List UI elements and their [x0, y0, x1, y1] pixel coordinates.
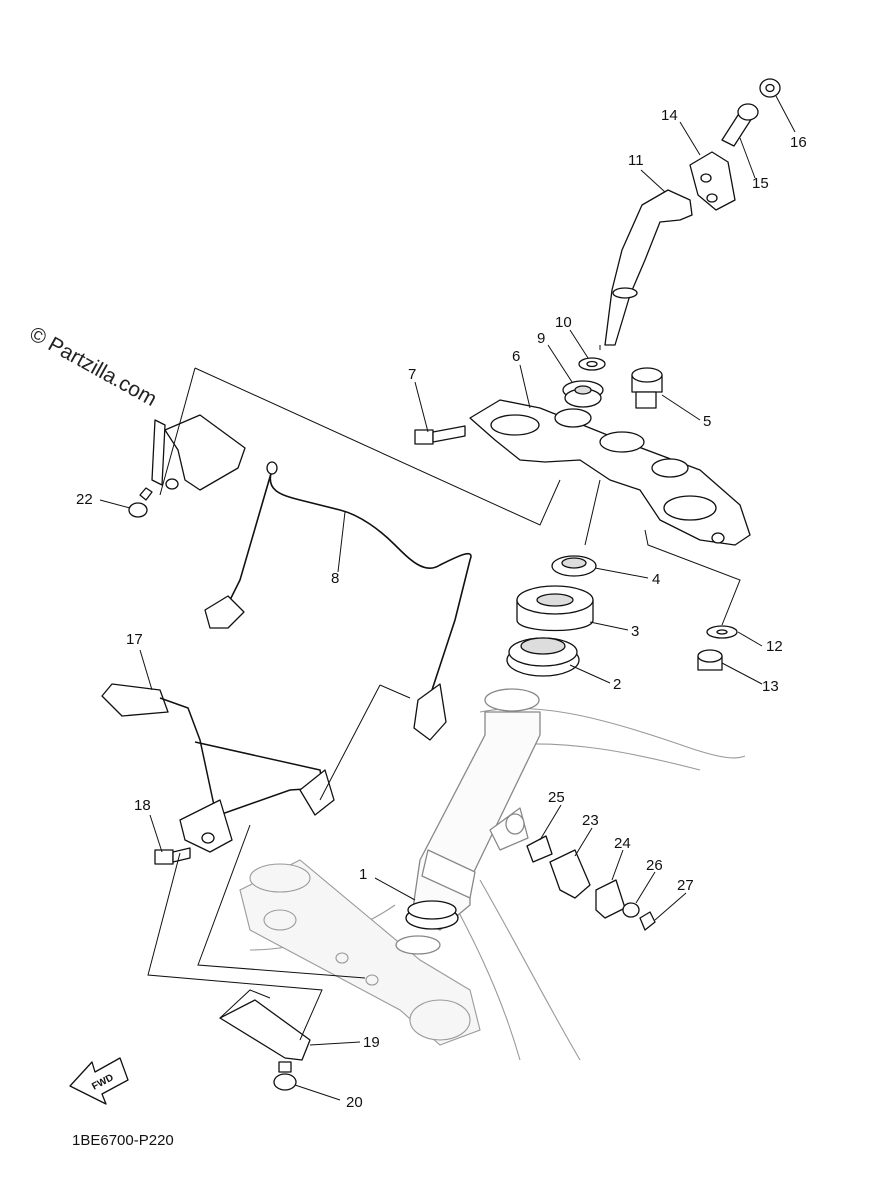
lock-plate — [595, 879, 626, 919]
callout-11: 11 — [628, 152, 644, 169]
callout-6: 6 — [512, 348, 520, 365]
lower-bracket — [101, 683, 335, 853]
callout-19: 19 — [363, 1034, 380, 1051]
callout-3: 3 — [631, 623, 639, 640]
bracket-nut — [697, 649, 723, 671]
bracket-washer — [706, 625, 738, 639]
watermark: © Partzilla.com — [26, 322, 161, 411]
callout-4: 4 — [652, 571, 660, 588]
callout-1: 1 — [359, 866, 367, 883]
headlight-stay — [604, 189, 693, 346]
upper-bracket — [469, 399, 751, 546]
lock-cylinder — [549, 849, 591, 899]
ring-nut — [551, 555, 597, 577]
callout-24: 24 — [614, 835, 631, 852]
callout-18: 18 — [134, 797, 151, 814]
collar — [562, 380, 604, 408]
lower-bearing — [506, 637, 580, 677]
callout-7: 7 — [408, 366, 416, 383]
spring — [526, 835, 553, 863]
steering-stem — [395, 688, 541, 955]
lower-bracket-bolt — [154, 847, 191, 865]
callout-14: 14 — [661, 107, 678, 124]
callout-20: 20 — [346, 1094, 363, 1111]
top-left-bracket — [151, 414, 246, 491]
callout-27: 27 — [677, 877, 694, 894]
callout-26: 26 — [646, 857, 663, 874]
callout-22: 22 — [76, 491, 93, 508]
stem-bolt — [631, 367, 663, 409]
clip-bolt — [273, 1061, 297, 1091]
callout-15: 15 — [752, 175, 769, 192]
callout-2: 2 — [613, 676, 621, 693]
callout-8: 8 — [331, 570, 339, 587]
bracket-screw — [128, 487, 153, 518]
callout-leaders — [99, 95, 796, 1101]
cable — [204, 461, 472, 741]
clamp-nut — [759, 78, 781, 98]
diagram-code: 1BE6700-P220 — [72, 1132, 174, 1149]
relation-lines — [147, 345, 741, 1041]
lock-washer — [622, 902, 640, 918]
pinch-bolt — [414, 425, 466, 445]
washer — [578, 357, 606, 371]
callout-9: 9 — [537, 330, 545, 347]
callout-5: 5 — [703, 413, 711, 430]
callout-10: 10 — [555, 314, 572, 331]
callout-23: 23 — [582, 812, 599, 829]
fwd-arrow-icon: FWD — [69, 1057, 129, 1105]
cable-clip — [219, 989, 311, 1061]
callout-13: 13 — [762, 678, 779, 695]
callout-12: 12 — [766, 638, 783, 655]
callout-17: 17 — [126, 631, 143, 648]
callout-25: 25 — [548, 789, 565, 806]
frame-ghost — [239, 707, 746, 1061]
bearing-race — [516, 585, 594, 632]
clamp-bolt — [721, 103, 759, 147]
stay-clamp — [689, 151, 736, 211]
callout-labels: 1 2 3 4 5 6 7 8 9 10 11 12 13 14 15 16 1… — [76, 107, 807, 1111]
lock-screw — [639, 911, 656, 931]
callout-16: 16 — [790, 134, 807, 151]
